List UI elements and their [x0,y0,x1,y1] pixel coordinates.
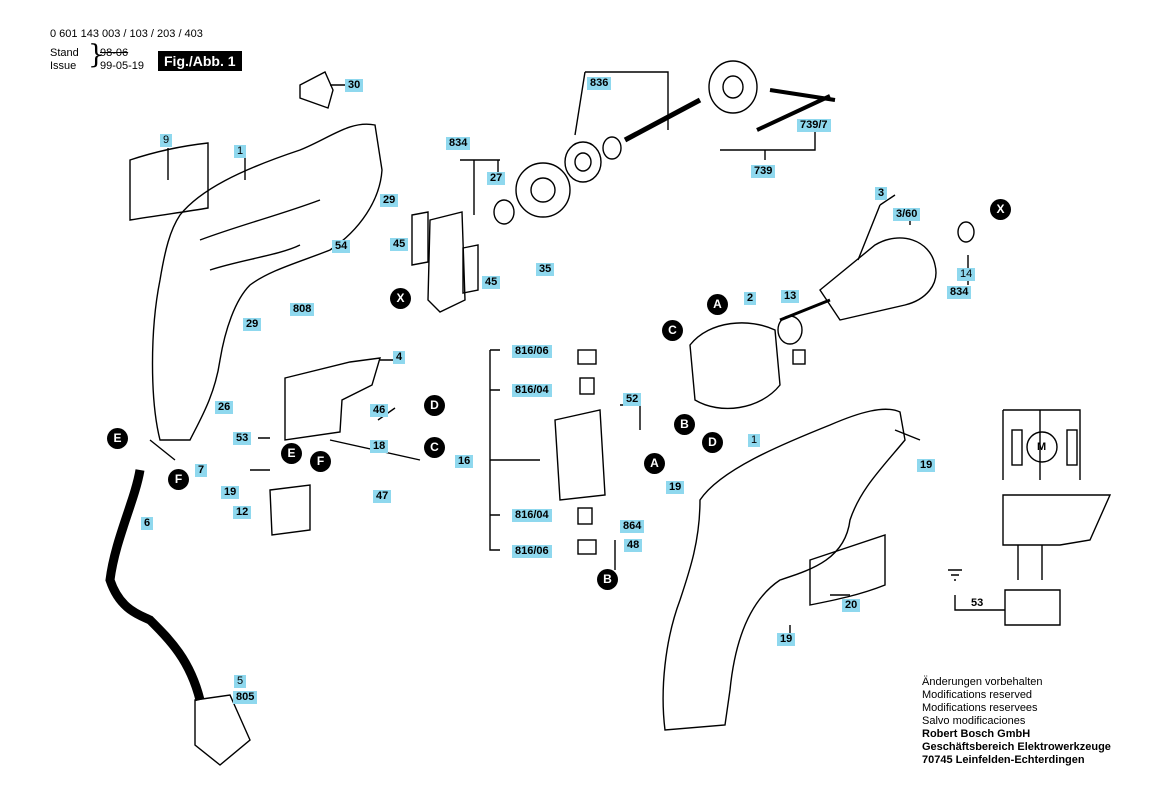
spindle [623,97,702,143]
stand-label: Stand [50,47,79,59]
drill-chuck [708,60,758,114]
label-12: 12 [233,506,252,519]
stand-date: 98-06 [100,47,129,59]
marker-a-bottom: A [644,453,665,474]
label-739: 739 [751,165,776,178]
notes-block: Änderungen vorbehalten Modifications res… [922,676,1111,767]
label-816-06-bottom: 816/06 [512,545,552,558]
marker-a-top: A [707,294,728,315]
stator-field [689,322,781,410]
motor-symbol [1026,431,1058,463]
label-45-left: 45 [390,238,409,251]
part-45-right [462,244,479,294]
label-20: 20 [842,599,861,612]
label-54: 54 [332,240,351,253]
marker-d-stator: D [702,432,723,453]
marker-x-right: X [990,199,1011,220]
label-30: 30 [345,79,364,92]
label-52: 52 [623,393,642,406]
housing-left-half [151,123,383,441]
bearing-plate [427,211,466,313]
label-3-60: 3/60 [893,208,921,221]
power-plug [194,694,251,766]
label-864: 864 [620,520,645,533]
label-1-left: 1 [234,145,247,158]
issue-date: 99-05-19 [100,60,145,72]
label-27: 27 [487,172,506,185]
label-3: 3 [875,187,888,200]
label-7: 7 [195,464,208,477]
marker-e-switch: E [281,443,302,464]
label-19-switch: 19 [221,486,240,499]
nameplate-9 [129,142,209,221]
label-9: 9 [160,134,173,147]
label-18: 18 [370,440,389,453]
marker-x-left: X [390,288,411,309]
marker-f-cord: F [168,469,189,490]
label-2: 2 [744,292,757,305]
label-29-bottom: 29 [243,318,262,331]
marker-e-cord: E [107,428,128,449]
note-line-4: Salvo modificaciones [922,715,1026,727]
note-line-3: Modifications reservees [922,702,1038,714]
label-29-top: 29 [380,194,399,207]
label-805: 805 [233,691,258,704]
label-739-7: 739/7 [797,119,831,132]
marker-f-switch: F [310,451,331,472]
armature [819,237,937,321]
label-19-brush: 19 [666,481,685,494]
marker-b-top: B [674,414,695,435]
motor-m-letter: M [1037,441,1047,453]
chuck-key [756,88,836,132]
issue-label: Issue [50,60,77,72]
label-26: 26 [215,401,234,414]
gear-wheel [515,162,571,218]
label-816-04-bottom: 816/04 [512,509,552,522]
nameplate-20 [809,534,886,606]
label-4: 4 [393,351,406,364]
label-808: 808 [290,303,315,316]
figure-title: Fig./Abb. 1 [158,51,242,71]
label-13: 13 [781,290,800,303]
brush-plate-16 [554,409,606,501]
note-division: Geschäftsbereich Elektrowerkzeuge [922,741,1111,753]
label-5: 5 [234,675,247,688]
label-19-right: 19 [917,459,936,472]
marker-c-left: C [424,437,445,458]
label-834-top: 834 [446,137,471,150]
label-35: 35 [536,263,555,276]
label-14: 14 [957,268,976,281]
power-cord [105,469,205,702]
housing-right-half [662,408,906,731]
marker-d-switch: D [424,395,445,416]
label-834-right: 834 [947,286,972,299]
marker-c-top: C [662,320,683,341]
label-816-04-top: 816/04 [512,384,552,397]
part-30-cap [299,71,334,109]
note-line-1: Änderungen vorbehalten [922,676,1043,688]
label-19-bottom: 19 [777,633,796,646]
marker-b-bottom: B [597,569,618,590]
note-line-2: Modifications reserved [922,689,1033,701]
label-836: 836 [587,77,612,90]
note-company: Robert Bosch GmbH [922,728,1031,740]
part-12-holder [269,484,311,536]
label-16: 16 [455,455,474,468]
part-45-left [411,211,429,266]
note-address: 70745 Leinfelden-Echterdingen [922,754,1085,766]
label-1-right: 1 [748,434,761,447]
ball-bearing [564,141,602,183]
switch-4 [284,357,381,441]
label-48: 48 [624,539,643,552]
brace-glyph: } [88,40,105,70]
part-numbers: 0 601 143 003 / 103 / 203 / 403 [50,28,203,40]
label-45-right: 45 [482,276,501,289]
label-816-06-top: 816/06 [512,345,552,358]
label-46: 46 [370,404,389,417]
label-47: 47 [373,490,392,503]
label-6: 6 [141,517,154,530]
label-53-circuit: 53 [971,597,984,609]
label-53: 53 [233,432,252,445]
